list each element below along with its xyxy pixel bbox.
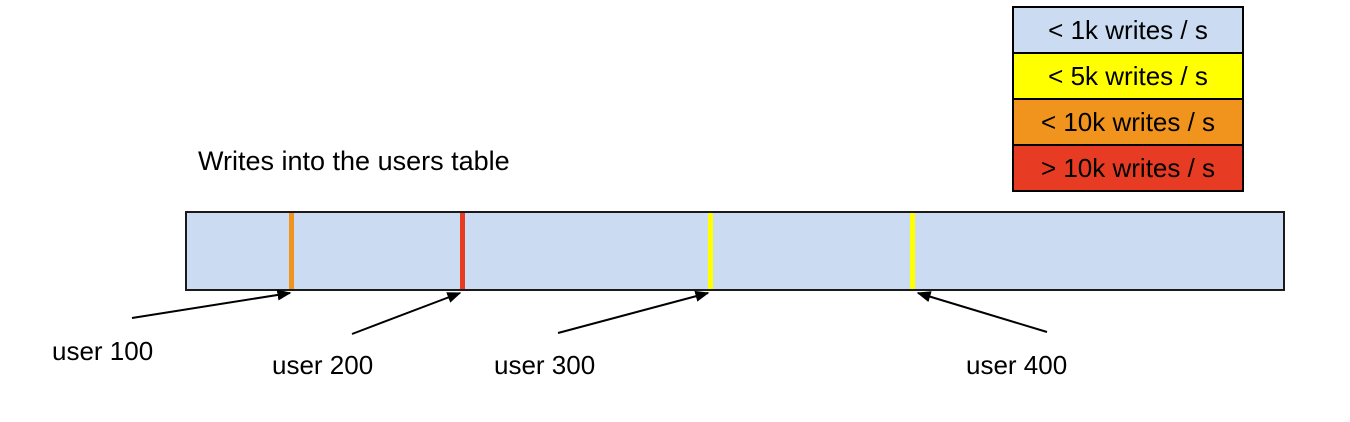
user-200-label: user 200 <box>272 350 374 380</box>
arrow-user-200 <box>351 292 462 335</box>
user-200-hotspot-marker <box>460 213 465 289</box>
legend-item-lt-5k: < 5k writes / s <box>1014 52 1242 98</box>
user-300-label: user 300 <box>494 350 596 380</box>
user-300-hotspot-marker <box>708 213 713 289</box>
legend-item-gt-10k: > 10k writes / s <box>1014 144 1242 190</box>
legend-item-lt-10k: < 10k writes / s <box>1014 98 1242 144</box>
legend: < 1k writes / s < 5k writes / s < 10k wr… <box>1012 6 1244 192</box>
arrow-user-100 <box>131 289 292 319</box>
legend-item-lt-1k: < 1k writes / s <box>1014 8 1242 52</box>
users-table-bar <box>185 211 1285 291</box>
arrow-user-300 <box>557 290 710 334</box>
user-400-hotspot-marker <box>910 213 915 289</box>
diagram-title: Writes into the users table <box>198 146 510 176</box>
user-400-label: user 400 <box>966 350 1068 380</box>
arrow-user-400 <box>916 291 1048 333</box>
user-100-label: user 100 <box>52 336 154 366</box>
user-100-hotspot-marker <box>289 213 294 289</box>
